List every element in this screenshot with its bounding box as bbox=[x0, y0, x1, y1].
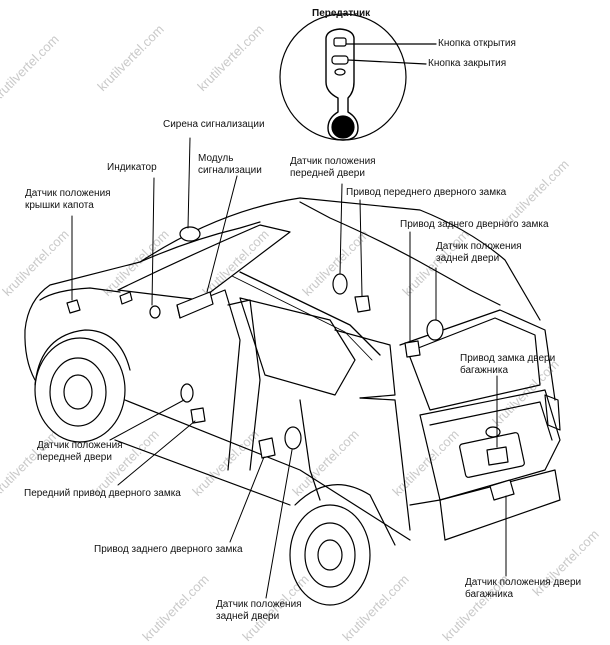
rear-door-actuator-top-label: Привод заднего дверного замка bbox=[400, 219, 549, 230]
rear-door-sensor-top-label: Датчик положения задней двери bbox=[436, 241, 522, 264]
front-door-actuator-bottom-label: Передний привод дверного замка bbox=[24, 488, 181, 499]
rear-door-actuator-bottom-label: Привод заднего дверного замка bbox=[94, 544, 243, 555]
front-door-actuator-top-label: Привод переднего дверного замка bbox=[346, 187, 507, 198]
hood-sensor-label: Датчик положения крышки капота bbox=[25, 188, 111, 211]
leader-lines bbox=[71, 137, 507, 599]
front-door-sensor-bottom-label: Датчик положения передней двери bbox=[37, 440, 123, 463]
alarm-siren-label: Сирена сигнализации bbox=[163, 119, 265, 130]
tailgate-lock-actuator-label: Привод замка двери багажника bbox=[460, 353, 556, 376]
alarm-module-label: Модуль сигнализации bbox=[198, 153, 262, 176]
key-fob-icon bbox=[325, 28, 359, 141]
indicator-label: Индикатор bbox=[107, 162, 157, 173]
tailgate-sensor-label: Датчик положения двери багажника bbox=[465, 577, 582, 600]
lock-button-label: Кнопка закрытия bbox=[428, 58, 507, 69]
rear-door-sensor-bottom-label: Датчик положения задней двери bbox=[216, 599, 302, 622]
open-button-label: Кнопка открытия bbox=[438, 38, 516, 49]
front-door-sensor-top-label: Датчик положения передней двери bbox=[290, 156, 376, 179]
components bbox=[66, 226, 515, 501]
transmitter-label: Передатчик bbox=[312, 8, 371, 19]
